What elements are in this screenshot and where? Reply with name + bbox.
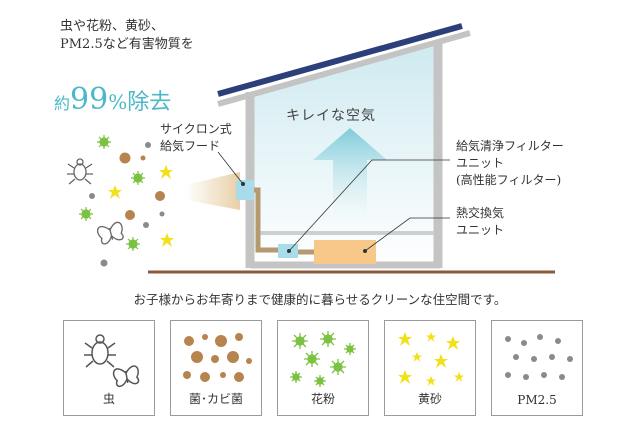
bacteria-icon: [119, 152, 165, 220]
pollen-icon: [290, 331, 356, 387]
removal-prefix: 約: [54, 94, 71, 113]
pm25-icon: [89, 142, 165, 267]
hood-label-line-1: サイクロン式: [160, 122, 232, 136]
filter-label: 給気清浄フィルター ユニット (高性能フィルター): [456, 138, 564, 189]
pollen-icon: [79, 135, 145, 251]
card-label: 菌･カビ菌: [188, 392, 243, 406]
clean-air-label: キレイな空気: [286, 108, 376, 124]
yellow-sand-icon: [108, 165, 174, 247]
exchanger-label-line-2: ユニット: [456, 223, 505, 237]
headline-line-1: 虫や花粉、黄砂、: [60, 19, 165, 34]
filter-leader-line: [288, 159, 450, 252]
card-label: PM2.5: [517, 393, 557, 407]
filter-label-line-2: ユニット: [456, 156, 505, 170]
insect-icon: [84, 334, 140, 388]
pollutant-cluster: [67, 135, 174, 267]
clean-air-arrow: [313, 128, 387, 230]
hood-intake-box: [236, 180, 254, 200]
headline: 虫や花粉、黄砂、 PM2.5など有害物質を: [60, 18, 194, 54]
headline-line-2: PM2.5など有害物質を: [60, 37, 194, 52]
air-duct: [254, 187, 282, 253]
hood-label-line-2: 給気フード: [160, 139, 221, 153]
hood-leader-line: [217, 151, 244, 185]
filter-label-line-3: (高性能フィルター): [456, 173, 562, 187]
exchanger-label: 熱交換気 ユニット: [456, 205, 504, 239]
pm25-icon: [505, 334, 573, 380]
roof-panel: [217, 23, 463, 97]
yellow-sand-icon: [398, 332, 464, 386]
house-diagram: [67, 23, 555, 274]
card-label: 黄砂: [417, 392, 442, 406]
removal-number: 99: [70, 82, 109, 117]
removal-suffix: 除去: [127, 90, 172, 115]
card-label: 花粉: [310, 392, 335, 406]
pollutant-cards: 虫 菌･カビ菌 花粉: [63, 320, 583, 416]
hood-label: サイクロン式 給気フード: [160, 121, 232, 155]
exchanger-label-line-1: 熱交換気: [456, 206, 505, 220]
insect-icon: [67, 158, 124, 245]
removal-unit: %: [108, 90, 128, 114]
card-label: 虫: [102, 392, 115, 406]
cyclone-hood: [186, 172, 240, 210]
bacteria-mold-icon: [183, 333, 252, 382]
roof-eave: [217, 30, 471, 107]
card-insect: 虫: [63, 320, 155, 416]
card-pm25: PM2.5: [491, 320, 583, 416]
card-pollen: 花粉: [277, 320, 369, 416]
exchanger-leader-line: [364, 217, 450, 252]
tagline: お子様からお年寄りまで健康的に暮らせるクリーンな住空間です。: [133, 292, 507, 307]
removal-rate: 約99%除去: [54, 82, 171, 117]
card-yellow-sand: 黄砂: [384, 320, 476, 416]
filter-label-line-1: 給気清浄フィルター: [456, 139, 564, 153]
card-bacteria-mold: 菌･カビ菌: [170, 320, 262, 416]
